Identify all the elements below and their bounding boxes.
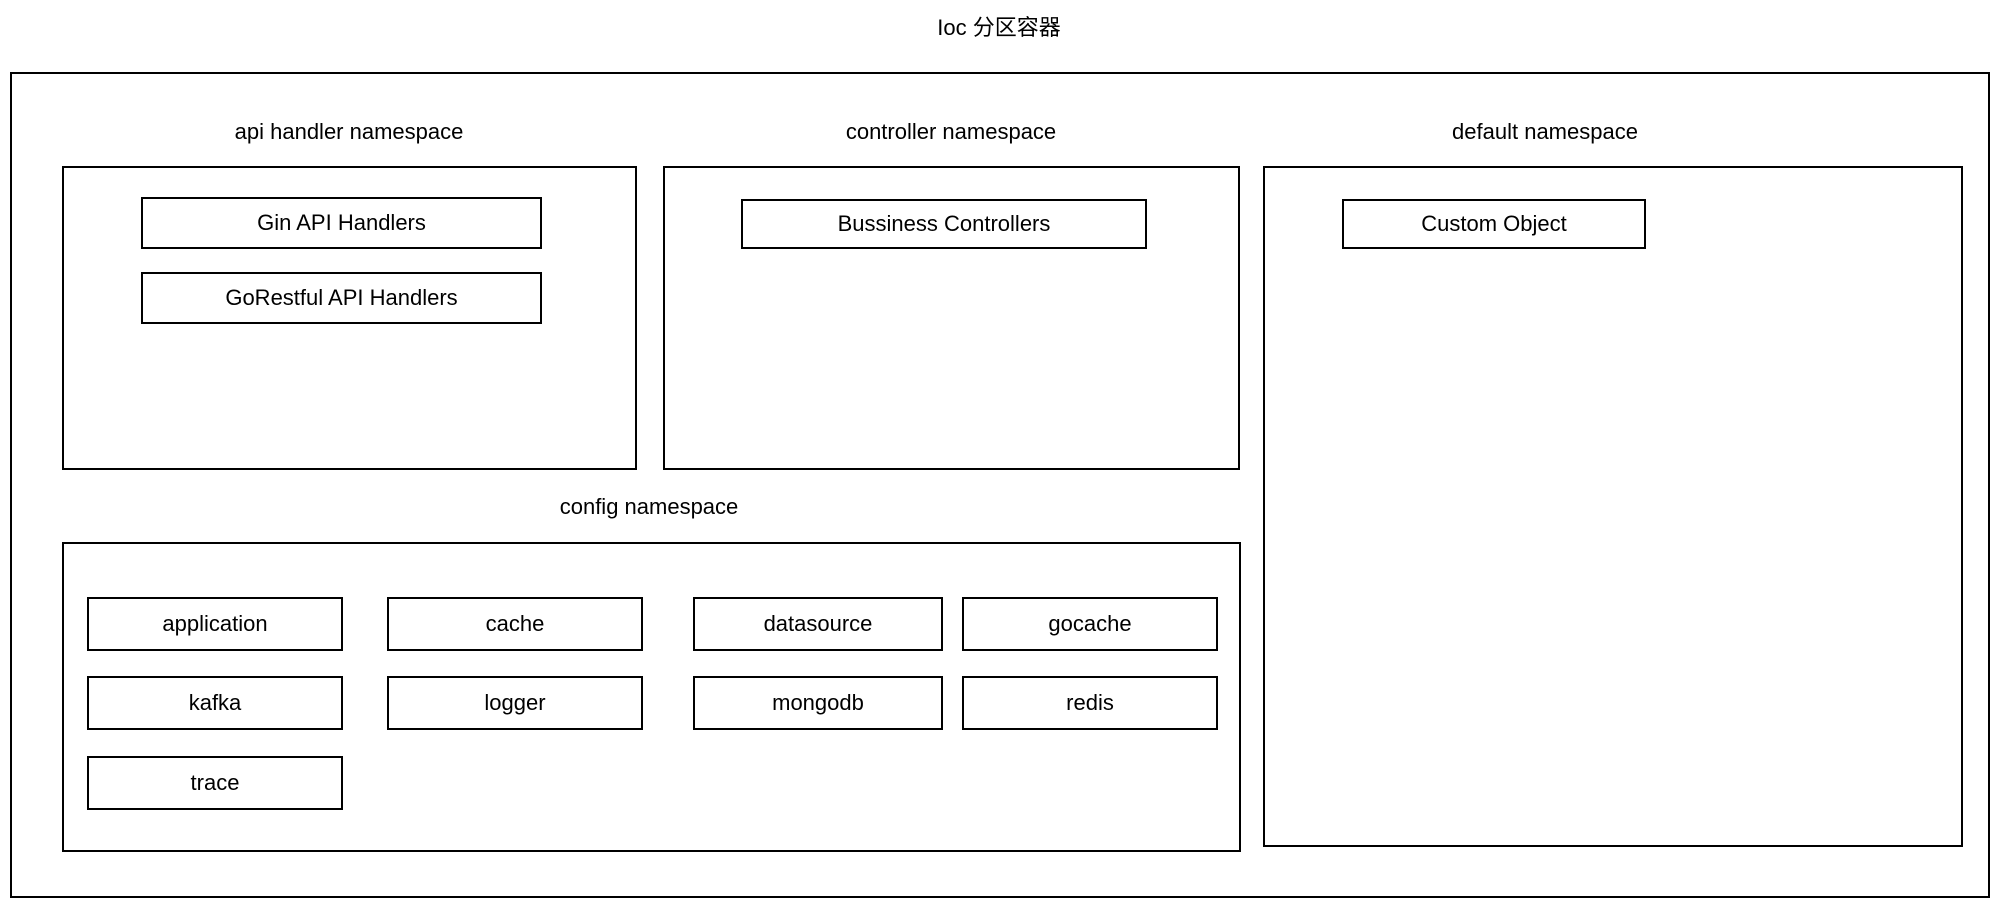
component-trace: trace [87, 756, 343, 810]
component-gocache: gocache [962, 597, 1218, 651]
component-redis: redis [962, 676, 1218, 730]
api-handler-namespace-label: api handler namespace [234, 119, 464, 144]
diagram-title: Ioc 分区容器 [937, 15, 1061, 40]
component-mongodb: mongodb [693, 676, 943, 730]
default-namespace-label: default namespace [1452, 119, 1638, 144]
component-bussiness-controllers: Bussiness Controllers [741, 199, 1147, 249]
controller-namespace-label: controller namespace [845, 119, 1057, 144]
config-namespace-label: config namespace [559, 494, 739, 519]
component-cache: cache [387, 597, 643, 651]
component-gorestful-api-handlers: GoRestful API Handlers [141, 272, 542, 324]
component-datasource: datasource [693, 597, 943, 651]
component-logger: logger [387, 676, 643, 730]
component-kafka: kafka [87, 676, 343, 730]
api-handler-namespace-box: Gin API Handlers GoRestful API Handlers [62, 166, 637, 470]
component-gin-api-handlers: Gin API Handlers [141, 197, 542, 249]
controller-namespace-box: Bussiness Controllers [663, 166, 1240, 470]
component-custom-object: Custom Object [1342, 199, 1646, 249]
config-namespace-box: application cache datasource gocache kaf… [62, 542, 1241, 852]
default-namespace-box: Custom Object [1263, 166, 1963, 847]
component-application: application [87, 597, 343, 651]
